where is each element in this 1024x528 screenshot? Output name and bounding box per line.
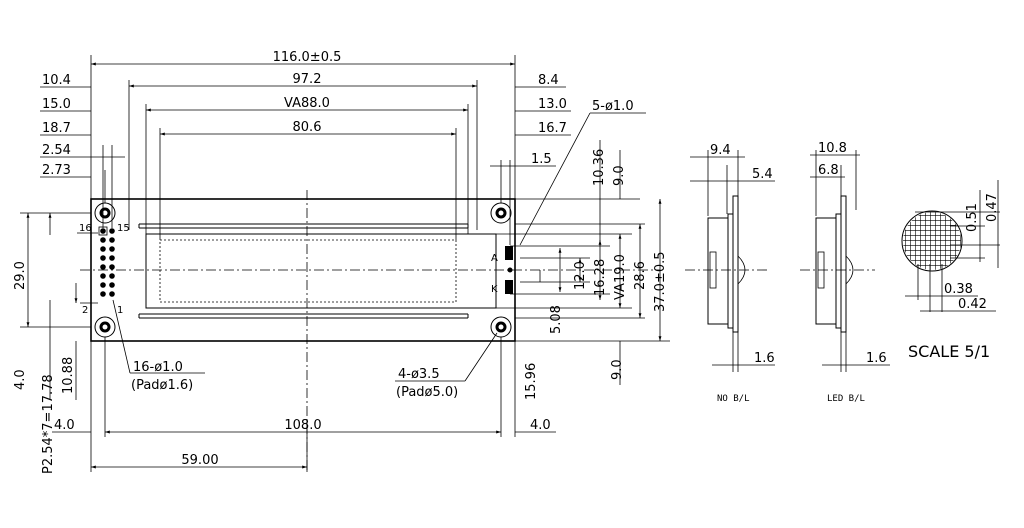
top-dimensions: 116.0±0.5 97.2 VA88.0 80.6 10.4 15.0 18.…: [40, 50, 646, 246]
dim-108: 108.0: [284, 418, 321, 433]
lcd-glass: [145, 233, 497, 309]
side-view-led-backlight: 10.8 6.8 1.6 LED B/L: [800, 141, 890, 404]
led-bl-dim-10-8: 10.8: [818, 141, 847, 156]
dim-80-6: 80.6: [293, 120, 322, 135]
dim-9-0-bottom: 9.0: [610, 359, 625, 380]
notes: 16-ø1.0 (Padø1.6) 4-ø3.5 (Padø5.0): [112, 299, 498, 400]
dim-va-88: VA88.0: [284, 96, 330, 111]
pin-2-label: 2: [82, 305, 88, 316]
bottom-dimensions: 108.0 4.0 4.0 59.00: [52, 337, 556, 472]
dim-16-7: 16.7: [538, 121, 567, 136]
dim-overall-width: 116.0±0.5: [273, 50, 342, 65]
pin-16-label: 16: [79, 223, 92, 234]
led-bl-dim-6-8: 6.8: [818, 163, 839, 178]
no-bl-caption: NO B/L: [717, 394, 750, 404]
dim-28-6: 28.6: [633, 261, 648, 290]
dim-13-0: 13.0: [538, 97, 567, 112]
backlight-a-label: A: [491, 253, 498, 264]
dim-overall-height: 37.0±0.5: [653, 251, 668, 312]
dim-4-0-vertical: 4.0: [13, 369, 28, 390]
dim-2-54: 2.54: [42, 143, 71, 158]
dim-9-0-top: 9.0: [612, 165, 627, 186]
no-bl-dim-5-4: 5.4: [752, 167, 773, 182]
dim-10-36: 10.36: [592, 149, 607, 186]
left-dimensions: 29.0 P2.54*7=17.78 4.0 10.88 15.96 9.0: [13, 212, 625, 474]
dim-4-0-right: 4.0: [530, 418, 551, 433]
pin-15-label: 15: [117, 223, 130, 234]
dim-97-2: 97.2: [293, 72, 322, 87]
right-dimensions: 12.0 16.28 VA19.0 28.6 37.0±0.5 5.08: [496, 199, 670, 342]
dim-59: 59.00: [181, 453, 218, 468]
dim-10-4: 10.4: [42, 73, 71, 88]
scale-label: SCALE 5/1: [908, 342, 990, 361]
led-bl-caption: LED B/L: [827, 394, 865, 404]
no-bl-dim-9-4: 9.4: [710, 143, 731, 158]
dim-8-4: 8.4: [538, 73, 559, 88]
note-holes-small: 5-ø1.0: [592, 99, 634, 114]
no-bl-dim-1-6: 1.6: [754, 351, 775, 366]
backlight-pad-a: [505, 246, 513, 260]
dot-dim-0-42: 0.42: [958, 297, 987, 312]
dim-16-28: 16.28: [593, 259, 608, 296]
dim-15-0: 15.0: [42, 97, 71, 112]
dim-18-7: 18.7: [42, 121, 71, 136]
dot-dim-0-47: 0.47: [985, 193, 1000, 222]
backlight-pad-k: [505, 280, 513, 294]
viewing-area: [159, 239, 457, 303]
dim-5-08: 5.08: [549, 305, 564, 334]
dim-15-96: 15.96: [524, 363, 539, 400]
backlight-k-label: K: [491, 284, 498, 295]
dim-va-19: VA19.0: [613, 254, 628, 300]
dot-matrix-detail: 0.51 0.47 0.38 0.42 SCALE 5/1: [901, 180, 1000, 361]
side-view-no-backlight: 9.4 5.4 1.6 NO B/L: [685, 143, 775, 404]
note-pins-main: 16-ø1.0: [133, 360, 183, 375]
dim-pitch: P2.54*7=17.78: [41, 374, 56, 474]
dim-2-73: 2.73: [42, 163, 71, 178]
dot-dim-0-38: 0.38: [944, 282, 973, 297]
dim-10-88: 10.88: [61, 357, 76, 394]
dim-12-0: 12.0: [573, 261, 588, 290]
note-holes-pad: (Padø5.0): [396, 385, 458, 400]
dim-29-0: 29.0: [13, 261, 28, 290]
dim-4-0-left: 4.0: [54, 418, 75, 433]
dim-1-5: 1.5: [531, 152, 552, 167]
note-holes-main: 4-ø3.5: [398, 367, 440, 382]
led-bl-dim-1-6: 1.6: [866, 351, 887, 366]
dot-dim-0-51: 0.51: [965, 203, 980, 232]
pin-1-label: 1: [117, 305, 123, 316]
note-pins-pad: (Padø1.6): [131, 378, 193, 393]
connector-pins: [98, 226, 115, 297]
front-view: 16 15 2 1 A K: [77, 190, 660, 470]
